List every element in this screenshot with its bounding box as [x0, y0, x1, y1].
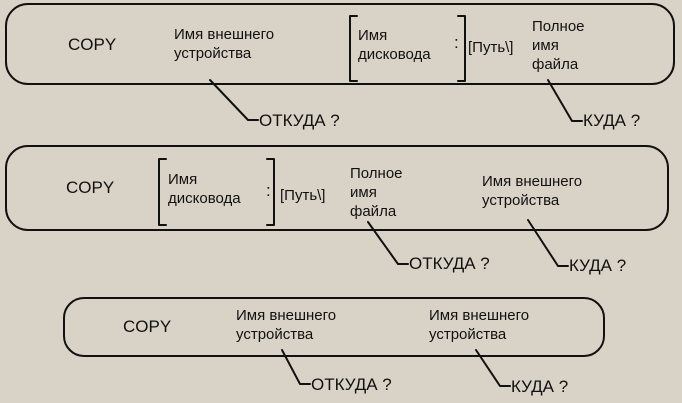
diagram-1-full-file-name: Полное имя файла	[532, 18, 585, 73]
diagram-1-from-pointer	[209, 79, 259, 121]
diagram-1-path: [Путь\]	[468, 39, 514, 56]
diagram-3-target-device: Имя внешнего устройства	[429, 307, 530, 343]
diagram-3-source-device: Имя внешнего устройства	[236, 307, 337, 343]
diagram-1-to-label: КУДА ?	[583, 111, 641, 130]
diagram-3-command: COPY	[123, 317, 172, 336]
diagram-2-bracket-right	[266, 158, 275, 226]
diagram-1-drive-name: Имя дисковода	[358, 27, 431, 63]
diagram-1-from-label: ОТКУДА ?	[259, 111, 340, 130]
diagram-2-to-label: КУДА ?	[569, 256, 627, 275]
diagram-3-to-label: КУДА ?	[511, 377, 569, 396]
diagram-2-frame	[5, 145, 669, 231]
diagram-1-command: COPY	[68, 35, 117, 54]
diagram-1-to-pointer	[547, 79, 583, 122]
diagram-2-command: COPY	[66, 178, 115, 197]
diagram-3-from-label: ОТКУДА ?	[311, 375, 392, 394]
diagram-2-colon: :	[266, 181, 271, 200]
diagram-1-colon: :	[454, 33, 459, 52]
diagram-3-frame	[63, 297, 605, 357]
diagram-2-drive-name: Имя дисковода	[168, 171, 241, 207]
diagram-1-source-device: Имя внешнего устройства	[174, 26, 275, 62]
diagram-2-from-label: ОТКУДА ?	[409, 254, 490, 273]
diagram-1-bracket-right	[457, 15, 466, 82]
diagram-3-to-pointer	[475, 349, 511, 387]
diagram-1-bracket-left	[349, 15, 358, 82]
diagram-3-from-pointer	[281, 349, 311, 385]
diagram-2-path: [Путь\]	[280, 187, 326, 204]
diagram-2-to-pointer	[527, 219, 569, 267]
diagram-2-from-pointer	[367, 221, 409, 265]
diagram-1-frame	[5, 3, 675, 85]
diagram-2-target-device: Имя внешнего устройства	[482, 173, 583, 209]
diagram-2-bracket-left	[158, 158, 167, 226]
diagram-2-full-file-name: Полное имя файла	[350, 165, 403, 220]
